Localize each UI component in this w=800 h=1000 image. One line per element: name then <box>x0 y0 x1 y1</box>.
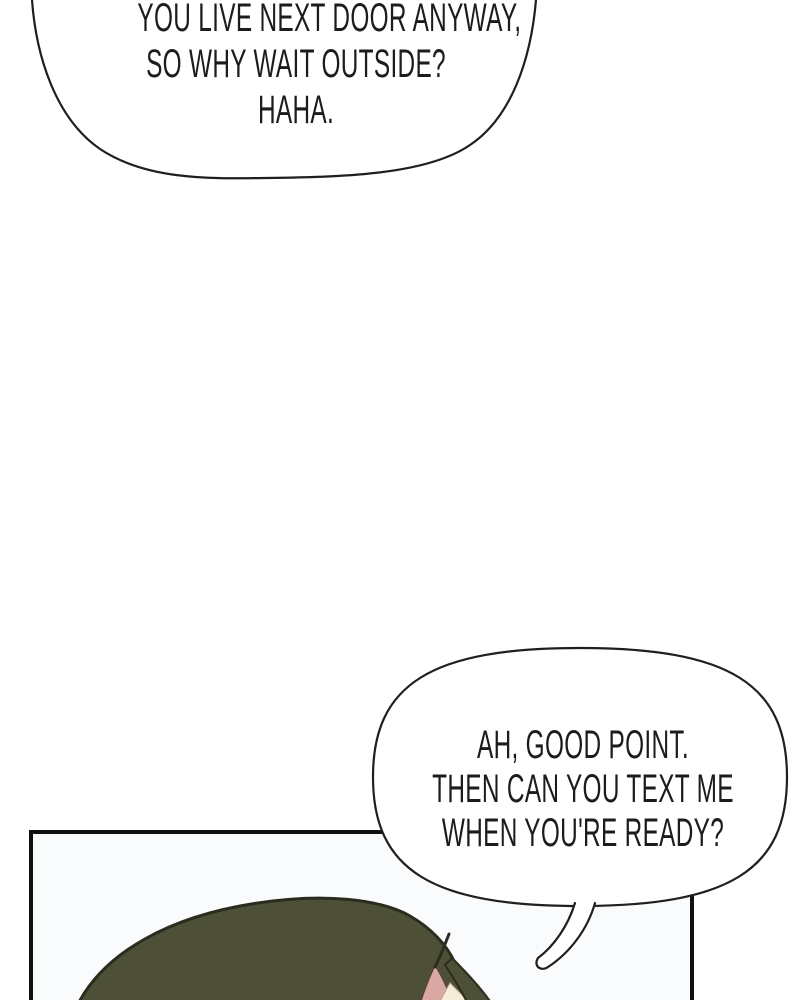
character-hair-icon <box>78 896 465 1000</box>
speech-line: WHEN YOU'RE READY? <box>441 811 725 855</box>
speech-bubble-bottom-text: AH, GOOD POINT. THEN CAN YOU TEXT ME WHE… <box>424 723 741 855</box>
speech-bubble-top-shape <box>30 0 538 180</box>
character-face-skin <box>440 982 468 1000</box>
character-hair-strand <box>444 957 491 1000</box>
speech-line: SO WHY WAIT OUTSIDE? <box>146 42 446 86</box>
speech-bubble-bottom-tail <box>535 901 597 970</box>
character-hair-parting-line <box>433 932 451 969</box>
speech-bubble-top-text: YOU LIVE NEXT DOOR ANYWAY, SO WHY WAIT O… <box>137 0 522 133</box>
speech-line: YOU LIVE NEXT DOOR ANYWAY, <box>137 0 522 40</box>
character-head <box>78 896 491 1000</box>
speech-line: HAHA. <box>257 88 335 132</box>
speech-line: AH, GOOD POINT. <box>476 723 689 767</box>
speech-line: THEN CAN YOU TEXT ME <box>432 767 734 811</box>
character-face-pink <box>420 963 453 1000</box>
